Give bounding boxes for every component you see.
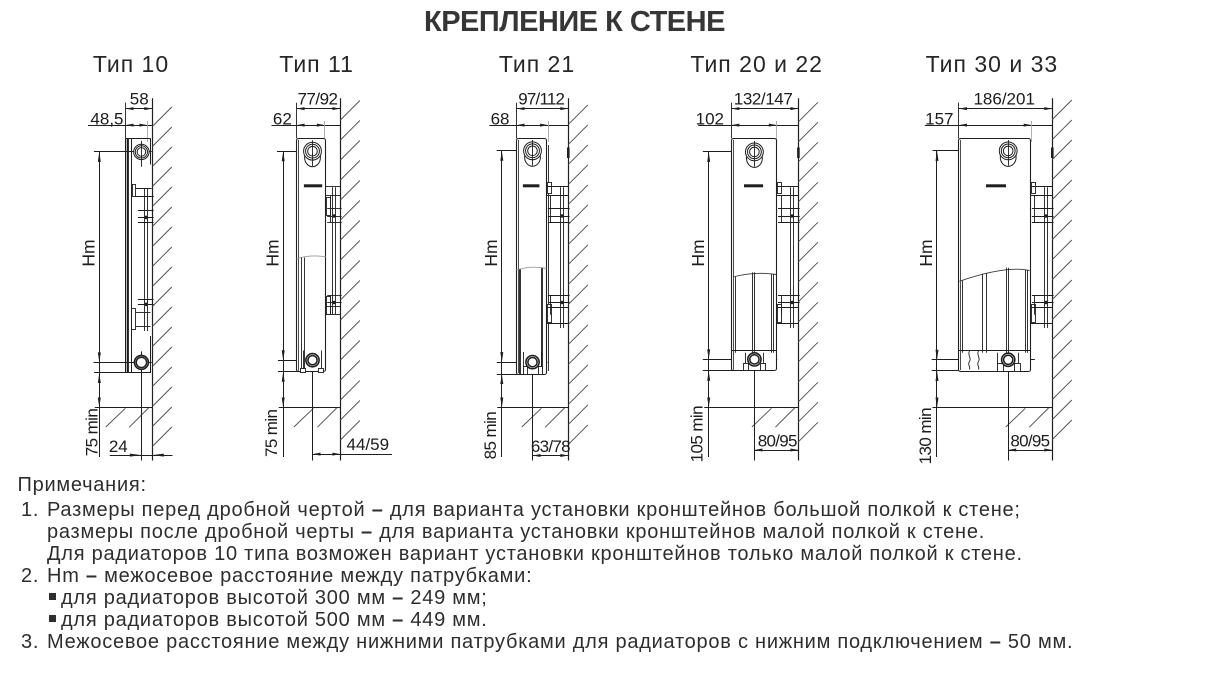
svg-text:48,5: 48,5	[90, 110, 123, 129]
svg-text:Hm: Hm	[79, 239, 99, 266]
svg-text:75 min: 75 min	[262, 409, 281, 457]
svg-text:80/95: 80/95	[1010, 432, 1049, 451]
svg-text:Hm: Hm	[916, 239, 936, 266]
svg-text:157: 157	[925, 110, 953, 129]
svg-text:85 min: 85 min	[481, 412, 500, 460]
svg-text:Тип 10: Тип 10	[93, 51, 169, 77]
svg-text:Hm: Hm	[481, 239, 501, 266]
svg-text:130 min: 130 min	[916, 408, 935, 464]
svg-text:77/92: 77/92	[297, 90, 337, 109]
svg-text:Тип 11: Тип 11	[279, 51, 354, 77]
svg-text:Тип 21: Тип 21	[499, 51, 575, 77]
svg-text:68: 68	[491, 110, 510, 129]
svg-text:Hm: Hm	[688, 239, 708, 266]
svg-text:Тип 30 и 33: Тип 30 и 33	[926, 51, 1059, 77]
svg-text:44/59: 44/59	[347, 435, 390, 454]
svg-text:80/95: 80/95	[758, 432, 797, 451]
svg-text:58: 58	[130, 90, 149, 109]
svg-text:75 min: 75 min	[82, 409, 101, 457]
svg-text:102: 102	[696, 110, 724, 129]
svg-text:Тип 20 и 22: Тип 20 и 22	[690, 51, 823, 77]
svg-text:97/112: 97/112	[518, 90, 564, 109]
svg-text:62: 62	[273, 110, 292, 129]
svg-text:Hm: Hm	[262, 239, 282, 266]
svg-text:105 min: 105 min	[688, 406, 707, 462]
svg-text:24: 24	[109, 437, 128, 456]
svg-text:132/147: 132/147	[734, 90, 793, 109]
svg-text:186/201: 186/201	[973, 90, 1034, 109]
svg-text:63/78: 63/78	[531, 437, 570, 456]
